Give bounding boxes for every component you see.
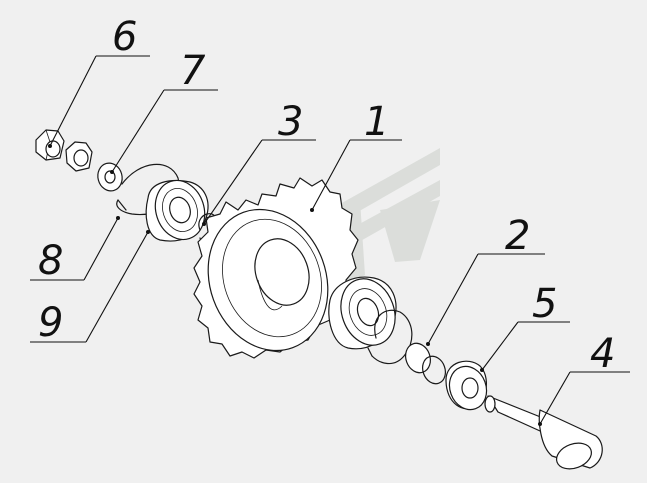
callout-6: 6 bbox=[48, 14, 150, 148]
leader-dot bbox=[48, 144, 52, 148]
leader-dot bbox=[116, 216, 120, 220]
callout-4: 4 bbox=[538, 331, 630, 426]
callout-7: 7 bbox=[110, 48, 218, 174]
callout-label-4: 4 bbox=[590, 331, 615, 377]
circlip-right bbox=[367, 309, 413, 365]
callout-label-3: 3 bbox=[278, 99, 303, 145]
callout-label-7: 7 bbox=[180, 48, 206, 94]
callout-9: 9 bbox=[30, 230, 150, 346]
hex-nut-part bbox=[35, 129, 93, 172]
ring-part-2 bbox=[405, 342, 446, 385]
callout-label-9: 9 bbox=[38, 300, 63, 346]
callout-label-6: 6 bbox=[112, 14, 137, 60]
leader-dot bbox=[202, 222, 206, 226]
callout-5: 5 bbox=[480, 281, 570, 372]
leader-dot bbox=[310, 208, 314, 212]
ball-bearing-right bbox=[328, 276, 397, 350]
leader-dot bbox=[110, 170, 114, 174]
callout-label-1: 1 bbox=[364, 99, 389, 145]
washer-part-7 bbox=[97, 162, 123, 192]
leader-dot bbox=[146, 230, 150, 234]
sprocket-part-1 bbox=[193, 177, 359, 359]
callout-3: 3 bbox=[202, 99, 316, 226]
leader-dot bbox=[538, 422, 542, 426]
callout-1: 1 bbox=[310, 99, 402, 212]
callout-label-2: 2 bbox=[505, 213, 530, 259]
axle-shaft-part-4 bbox=[484, 395, 603, 470]
callout-label-5: 5 bbox=[532, 281, 557, 327]
thrust-washer-part-5 bbox=[445, 360, 488, 411]
leader-dot bbox=[426, 342, 430, 346]
ball-bearing-part-9 bbox=[145, 179, 209, 242]
callout-2: 2 bbox=[426, 213, 545, 346]
leader-dot bbox=[480, 368, 484, 372]
callout-label-8: 8 bbox=[38, 238, 63, 284]
callout-8: 8 bbox=[30, 216, 120, 284]
